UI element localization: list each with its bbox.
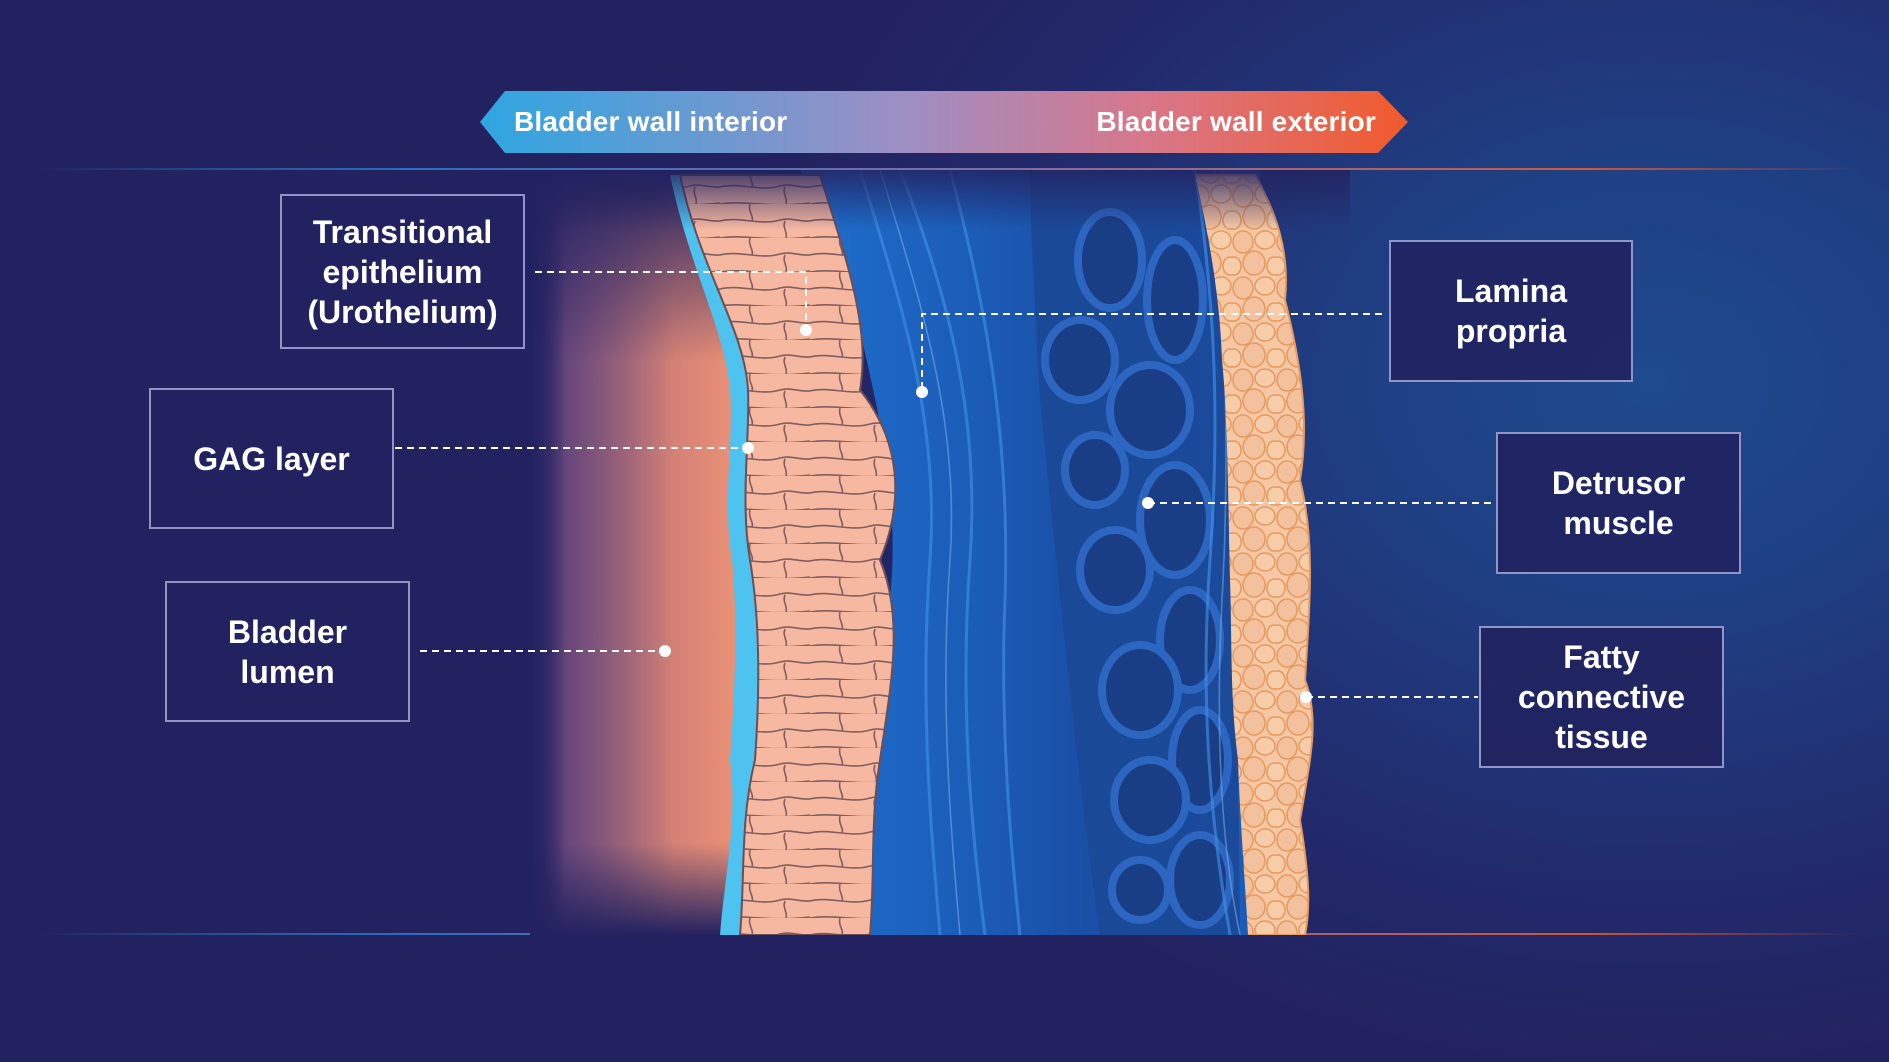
label-line: (Urothelium) [307,293,498,330]
marker-urothelium [800,324,812,336]
label-lamina-propria: Lamina propria [1389,240,1633,382]
direction-arrow [480,91,1408,153]
label-detrusor-muscle: Detrusor muscle [1496,432,1741,574]
marker-fatty-tissue [1300,691,1312,703]
label-line: Fatty [1563,639,1640,675]
label-fatty-connective-tissue: Fatty connective tissue [1479,626,1724,768]
label-line: lumen [240,653,335,690]
leader-line-urothelium [535,271,807,328]
label-line: Lamina [1454,273,1568,309]
exterior-label: Bladder wall exterior [1096,106,1376,137]
label-line: epithelium [322,253,483,290]
label-line: Detrusor [1551,465,1686,501]
label-line: propria [1455,313,1567,349]
marker-lamina-propria [916,386,928,398]
label-gag-layer: GAG layer [149,388,394,529]
marker-detrusor [1142,497,1154,509]
label-transitional-epithelium: Transitional epithelium (Urothelium) [280,194,525,349]
marker-bladder-lumen [659,645,671,657]
label-line: tissue [1555,719,1648,755]
label-line: Bladder [227,613,348,650]
leader-line-lamina-propria [921,313,1382,390]
label-line: Transitional [312,213,493,250]
label-line: connective [1517,679,1686,715]
label-line: muscle [1563,505,1674,541]
top-divider-line [40,168,1860,170]
interior-label: Bladder wall interior [514,106,788,137]
label-bladder-lumen: Bladder lumen [165,581,410,722]
label-line: GAG layer [193,440,350,477]
gag-layer-region [670,175,761,935]
marker-gag-layer [742,442,754,454]
